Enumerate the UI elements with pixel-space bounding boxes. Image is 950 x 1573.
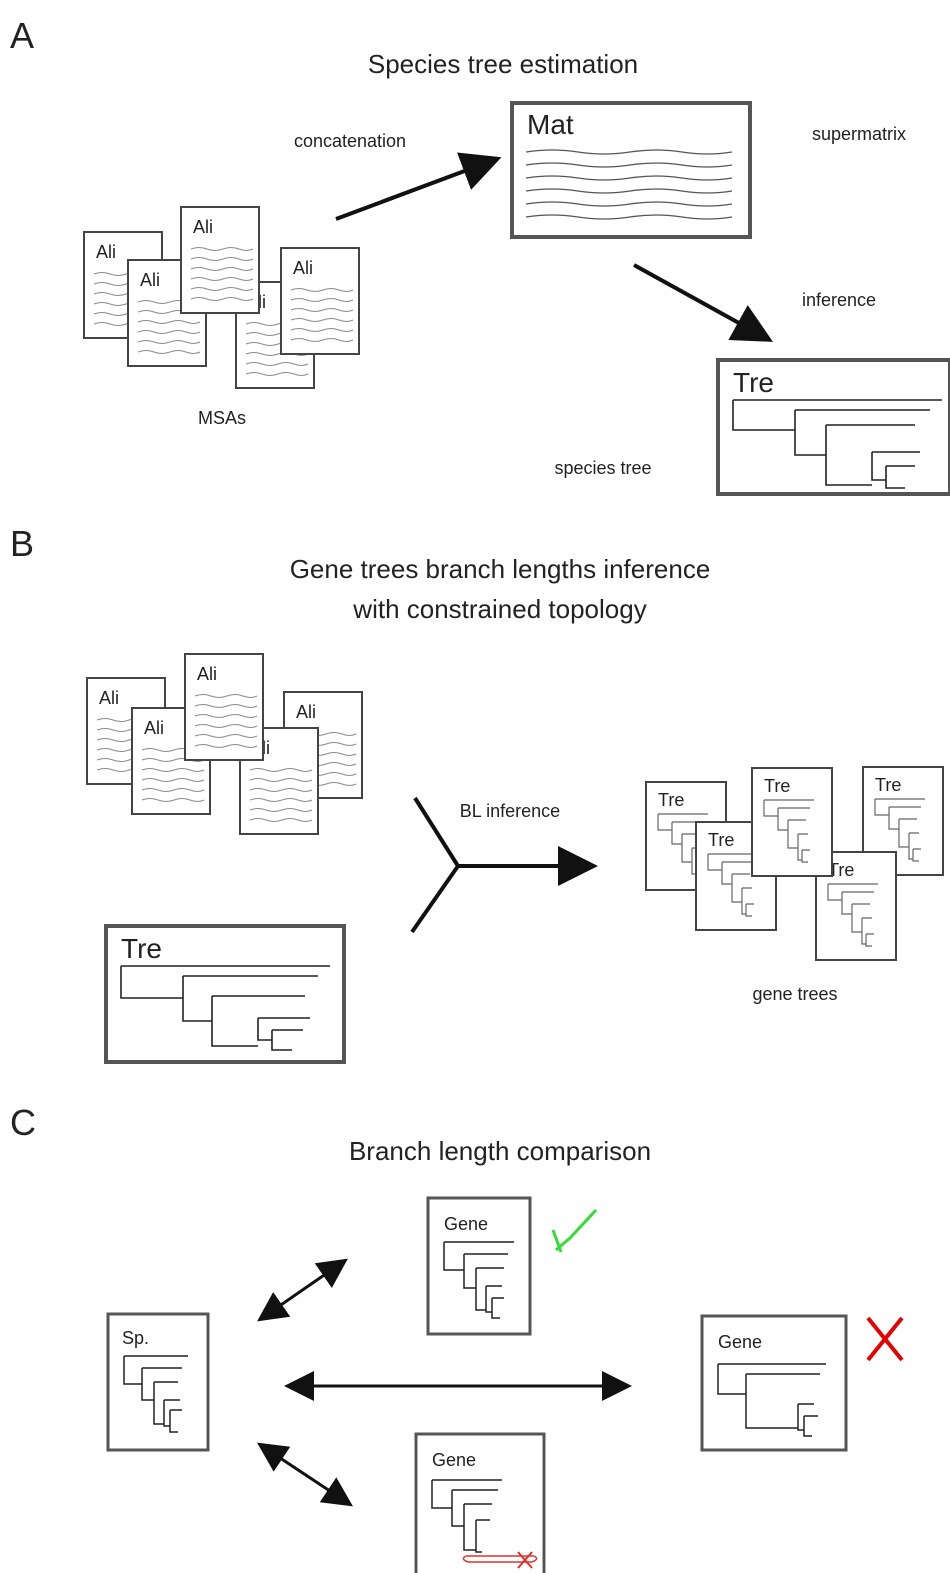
svg-text:Tre: Tre [121, 933, 162, 964]
svg-text:Ali: Ali [197, 664, 217, 684]
svg-text:li: li [262, 738, 270, 758]
bl-inference-merge-arrow [410, 796, 598, 934]
svg-text:Mat: Mat [527, 109, 574, 140]
svg-text:Ali: Ali [144, 718, 164, 738]
compare-arrow-bottom [256, 1442, 354, 1507]
svg-text:Ali: Ali [296, 702, 316, 722]
check-mark-stroke [551, 1229, 563, 1253]
alignment-doc: li [239, 727, 319, 835]
svg-text:Gene: Gene [718, 1332, 762, 1352]
compare-arrow-top [257, 1258, 348, 1322]
concatenation-label: concatenation [294, 131, 406, 151]
svg-text:Ali: Ali [140, 270, 160, 290]
panel-a: A Species tree estimation Ali li Ali Ali [10, 15, 950, 496]
panel-b-title-line2: with constrained topology [352, 594, 646, 624]
svg-text:Gene: Gene [432, 1450, 476, 1470]
panel-b-title-line1: Gene trees branch lengths inference [290, 554, 711, 584]
panel-c: C Branch length comparison Sp. Gene Gene… [10, 1102, 904, 1573]
cross-mark-icon [866, 1316, 904, 1362]
supermatrix-label: supermatrix [812, 124, 906, 144]
concatenation-arrow [335, 152, 502, 221]
species-tree-label: species tree [554, 458, 651, 478]
panel-c-title: Branch length comparison [349, 1136, 651, 1166]
gene-tree-stack: Tre Tre Tre Tre Tre [645, 766, 944, 961]
svg-text:li: li [258, 292, 266, 312]
svg-text:Tre: Tre [828, 860, 854, 880]
svg-text:Tre: Tre [875, 775, 901, 795]
species-tree-box: Tre [716, 358, 950, 496]
msa-stack-a: Ali li Ali Ali Ali [83, 206, 360, 389]
panel-a-title: Species tree estimation [368, 49, 638, 79]
gene-trees-label: gene trees [752, 984, 837, 1004]
gene-tree-doc-mismatch: Gene [700, 1314, 848, 1452]
alignment-doc: Ali [180, 206, 260, 314]
check-mark-icon [555, 1208, 598, 1252]
msa-stack-b: Ali Ali li Ali Ali [86, 653, 363, 835]
inference-arrow [633, 263, 774, 342]
panel-c-letter: C [10, 1102, 36, 1143]
svg-text:Tre: Tre [764, 776, 790, 796]
svg-text:Gene: Gene [444, 1214, 488, 1234]
svg-text:Tre: Tre [733, 367, 774, 398]
svg-text:Ali: Ali [99, 688, 119, 708]
constraint-tree-box: Tre [104, 924, 346, 1064]
svg-text:Ali: Ali [96, 242, 116, 262]
gene-tree-doc: Tre [751, 767, 833, 877]
svg-text:Ali: Ali [293, 258, 313, 278]
svg-text:Ali: Ali [193, 217, 213, 237]
gene-tree-doc-match: Gene [426, 1196, 532, 1336]
svg-text:Tre: Tre [708, 830, 734, 850]
panel-b: B Gene trees branch lengths inference wi… [10, 523, 944, 1064]
alignment-doc: Ali [184, 653, 264, 761]
gene-tree-doc-partial: Gene [414, 1432, 546, 1573]
svg-text:Sp.: Sp. [122, 1328, 149, 1348]
panel-b-letter: B [10, 523, 34, 564]
branch-highlight [462, 1555, 538, 1563]
inference-label: inference [802, 290, 876, 310]
species-tree-doc: Sp. [106, 1312, 210, 1452]
cross-mark-icon [517, 1551, 533, 1569]
msas-label: MSAs [198, 408, 246, 428]
supermatrix-box: Mat [510, 101, 752, 239]
bl-inference-label: BL inference [460, 801, 560, 821]
panel-a-letter: A [10, 15, 34, 56]
svg-text:Tre: Tre [658, 790, 684, 810]
alignment-doc: Ali [280, 247, 360, 355]
